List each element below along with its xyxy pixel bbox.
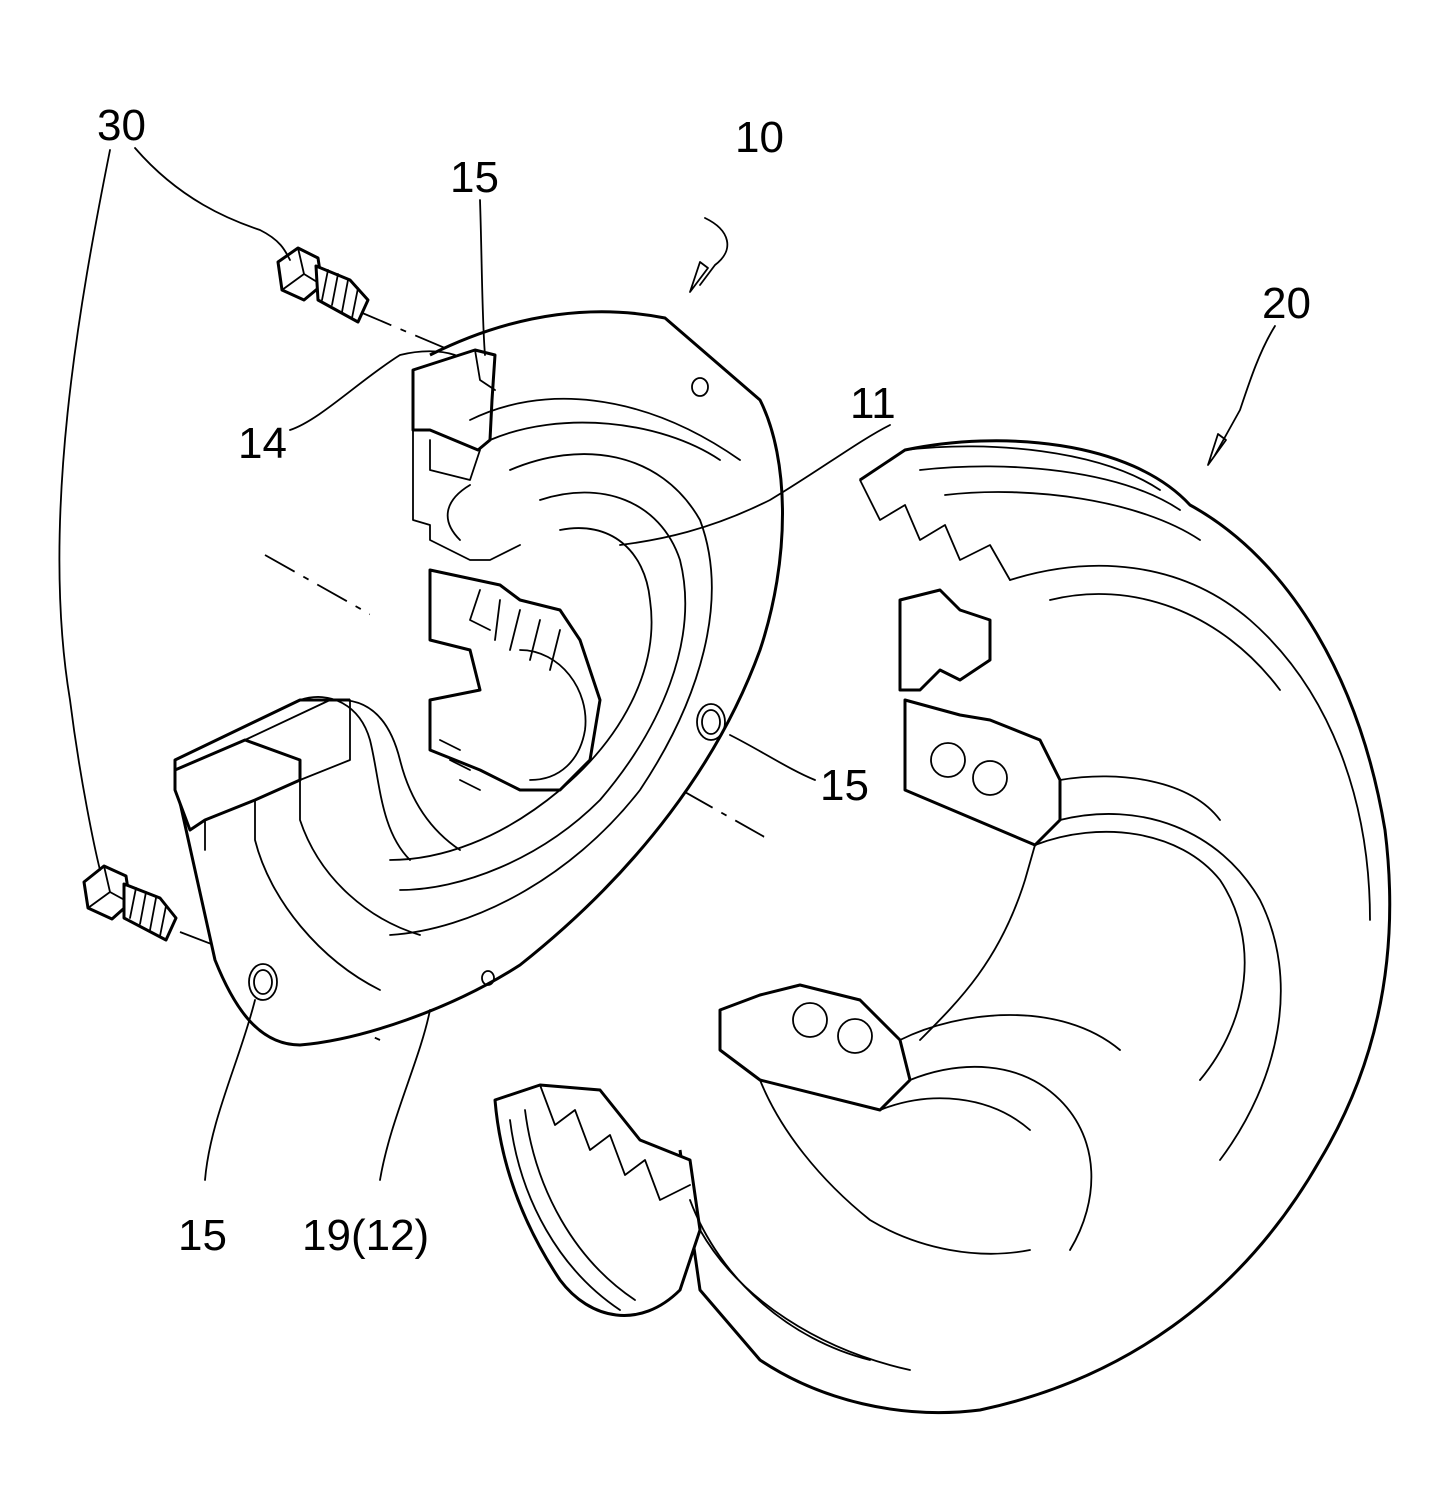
label-19-12: 19(12) xyxy=(302,1211,429,1260)
bolt-upper xyxy=(278,248,368,322)
label-15-mid: 15 xyxy=(820,761,869,810)
label-10: 10 xyxy=(735,113,784,162)
label-15-top: 15 xyxy=(450,153,499,202)
label-20: 20 xyxy=(1262,279,1311,328)
bolt-lower xyxy=(84,866,176,940)
label-11: 11 xyxy=(850,379,896,428)
label-14: 14 xyxy=(238,419,287,468)
label-30: 30 xyxy=(97,101,146,150)
label-15-bottom: 15 xyxy=(178,1211,227,1260)
